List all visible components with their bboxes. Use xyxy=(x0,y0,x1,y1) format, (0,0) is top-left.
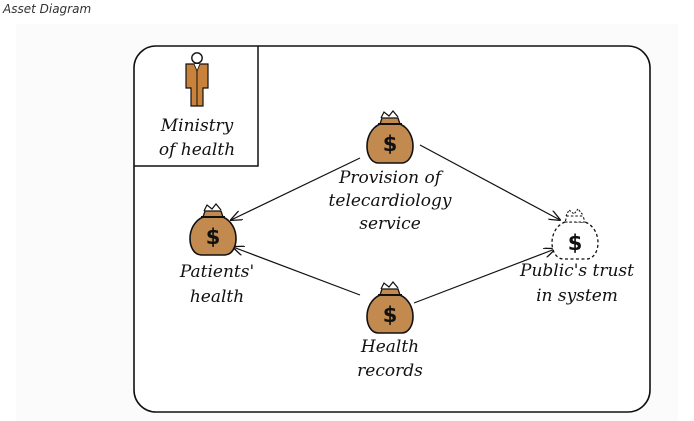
money-bag-icon xyxy=(366,281,414,334)
health-records-label-line1: Health xyxy=(360,337,419,357)
arrow-telecardiology-to-public-trust xyxy=(419,144,560,220)
money-bag-dashed-icon xyxy=(551,208,599,260)
arrow-telecardiology-to-patients-health xyxy=(231,157,361,220)
public-trust-label-line1: Public's trust xyxy=(519,261,634,281)
patients-health-label-line2: health xyxy=(190,287,244,307)
telecardiology-label-line1: Provision of xyxy=(338,168,444,188)
telecardiology-dollar: $ xyxy=(383,132,398,156)
patients-health-dollar: $ xyxy=(206,225,221,249)
money-bag-icon xyxy=(189,203,237,256)
health-records-label-line2: records xyxy=(357,361,423,381)
money-bag-icon xyxy=(366,110,414,164)
telecardiology-label-line3: service xyxy=(359,214,421,234)
diagram-caption: Asset Diagram xyxy=(3,2,92,16)
actor-box xyxy=(134,46,259,167)
arrow-health-records-to-public-trust xyxy=(413,249,555,304)
public-trust-dollar: $ xyxy=(568,231,583,255)
patients-health-label-line1: Patients' xyxy=(179,262,254,282)
arrow-health-records-to-patients-health xyxy=(233,247,361,296)
system-boundary xyxy=(133,45,651,413)
telecardiology-label-line2: telecardiology xyxy=(329,191,452,211)
actor-label-line1: Ministry xyxy=(160,116,234,136)
public-trust-label-line2: in system xyxy=(536,286,618,306)
person-icon xyxy=(185,52,209,107)
actor-label-line2: of health xyxy=(159,140,235,160)
health-records-dollar: $ xyxy=(383,303,398,327)
